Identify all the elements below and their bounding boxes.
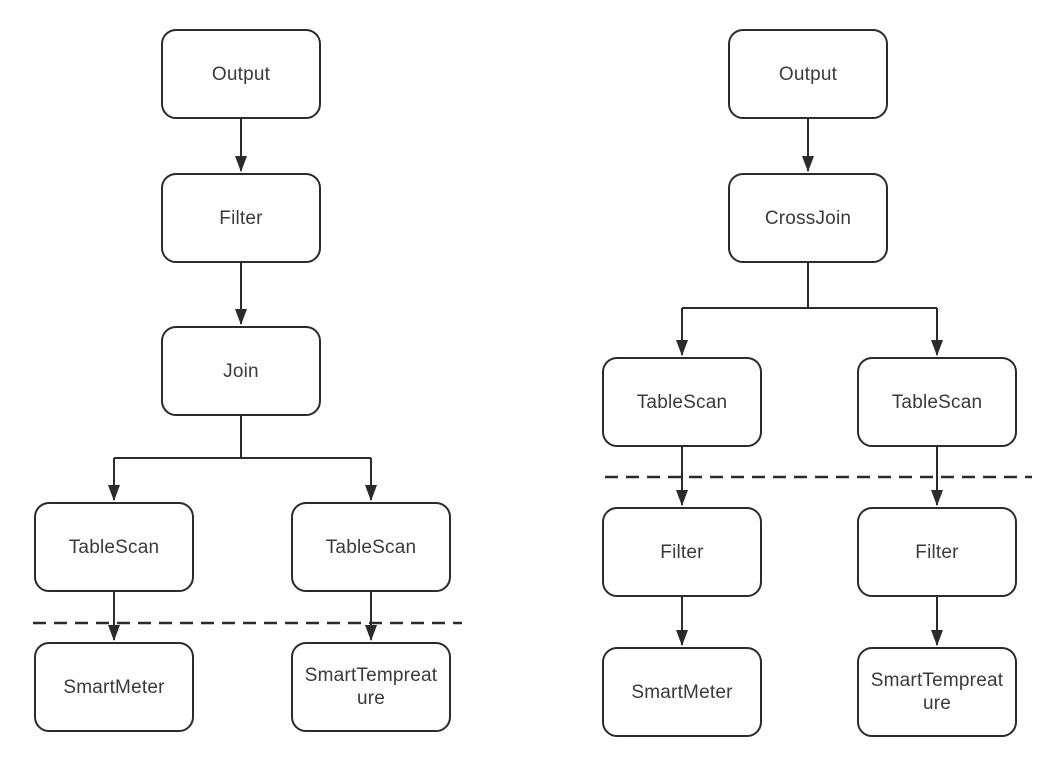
left-node-tablescan-1: TableScan <box>34 502 194 592</box>
right-node-tablescan-1: TableScan <box>602 357 762 447</box>
left-node-smarttempreature: SmartTempreature <box>291 642 451 732</box>
right-node-output-label: Output <box>778 63 838 85</box>
left-node-tablescan-2: TableScan <box>291 502 451 592</box>
left-node-smartmeter: SmartMeter <box>34 642 194 732</box>
left-node-output-label: Output <box>211 63 271 85</box>
right-node-smarttempreature: SmartTempreature <box>857 647 1017 737</box>
edge-crossjoin-branch <box>682 263 937 309</box>
left-node-tablescan-1-label: TableScan <box>68 536 160 558</box>
left-node-join: Join <box>161 326 321 416</box>
right-node-crossjoin-label: CrossJoin <box>764 207 852 229</box>
left-node-filter-label: Filter <box>219 207 263 229</box>
right-node-smarttempreature-label: SmartTempreature <box>870 670 1004 714</box>
left-node-tablescan-2-label: TableScan <box>325 536 417 558</box>
left-node-output: Output <box>161 29 321 119</box>
left-node-smarttempreature-label: SmartTempreature <box>304 665 438 709</box>
right-node-filter-2-label: Filter <box>915 541 959 563</box>
right-node-filter-1: Filter <box>602 507 762 597</box>
right-node-filter-1-label: Filter <box>660 541 704 563</box>
right-node-smartmeter-label: SmartMeter <box>631 681 733 703</box>
right-node-filter-2: Filter <box>857 507 1017 597</box>
left-node-smartmeter-label: SmartMeter <box>63 676 165 698</box>
right-node-tablescan-2-label: TableScan <box>891 391 983 413</box>
right-node-crossjoin: CrossJoin <box>728 173 888 263</box>
right-node-tablescan-2: TableScan <box>857 357 1017 447</box>
edge-join-branch <box>114 416 371 459</box>
right-node-tablescan-1-label: TableScan <box>636 391 728 413</box>
right-node-output: Output <box>728 29 888 119</box>
right-node-smartmeter: SmartMeter <box>602 647 762 737</box>
left-node-join-label: Join <box>223 360 259 382</box>
left-node-filter: Filter <box>161 173 321 263</box>
